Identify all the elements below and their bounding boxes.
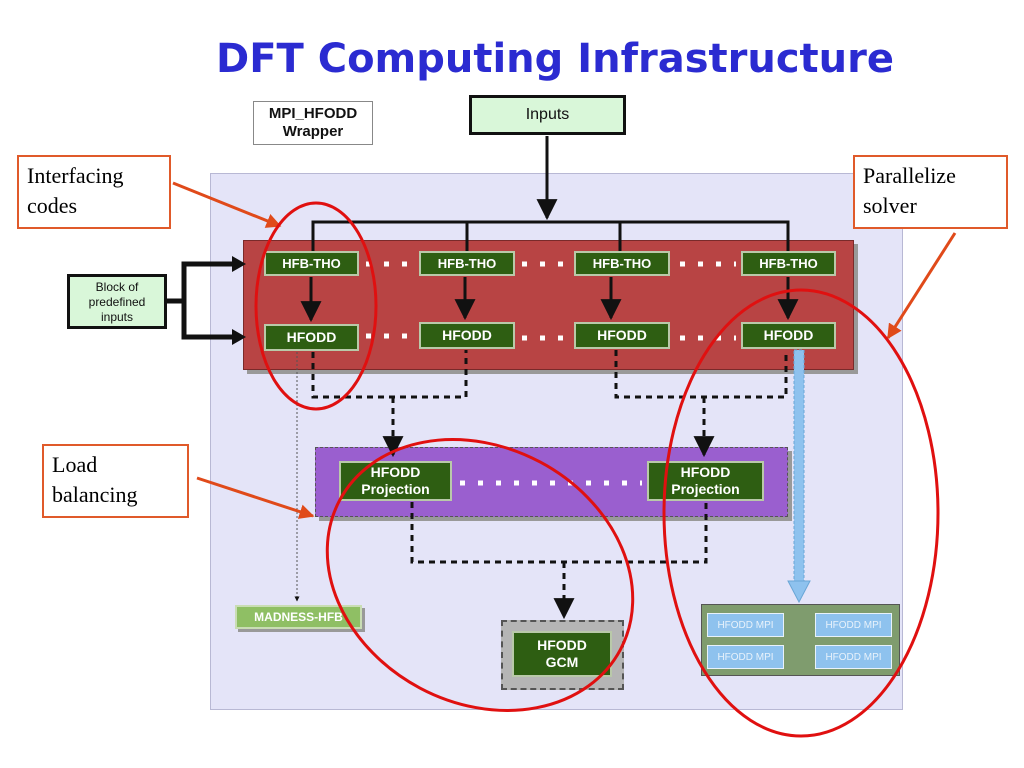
callout-parallelize-solver: Parallelize solver	[853, 155, 1008, 229]
gcm-line1: HFODD	[537, 637, 587, 653]
inputs-label: Inputs	[525, 106, 570, 123]
callout-line2: codes	[27, 193, 78, 218]
callout-line1: Load	[52, 452, 98, 477]
projection-line2: Projection	[361, 481, 430, 497]
predefined-inputs-box: Block of predefined inputs	[67, 274, 167, 329]
row-dot-connectors	[366, 261, 736, 486]
callout-interfacing-codes: Interfacing codes	[17, 155, 171, 229]
hfodd-gcm-box: HFODD GCM	[512, 631, 612, 677]
hfodd-mpi-box: HFODD MPI	[815, 613, 892, 637]
inputs-connector	[311, 136, 790, 251]
hfodd-box: HFODD	[419, 322, 515, 349]
hfb-to-hfodd-arrows	[300, 277, 799, 323]
hfodd-projection-box: HFODD Projection	[339, 461, 452, 501]
madness-hfb-box: MADNESS-HFB	[235, 605, 362, 629]
inputs-box: Inputs	[469, 95, 626, 135]
callout-line1: Interfacing	[27, 163, 124, 188]
block-bracket-arrows	[167, 261, 236, 340]
hfodd-box: HFODD	[264, 324, 359, 351]
gcm-line2: GCM	[545, 654, 579, 670]
mpi-hfodd-wrapper-label: MPI_HFODD Wrapper	[253, 101, 373, 145]
wrapper-line2: Wrapper	[282, 123, 344, 140]
hfb-tho-box: HFB-THO	[741, 251, 836, 276]
callout-line2: balancing	[52, 482, 138, 507]
callout-load-balancing: Load balancing	[42, 444, 189, 518]
merge-to-gcm	[410, 502, 708, 620]
mpi-arrow	[787, 349, 811, 604]
hfodd-mpi-box: HFODD MPI	[707, 645, 784, 669]
callout-line1: Parallelize	[863, 163, 956, 188]
hfodd-box: HFODD	[741, 322, 836, 349]
callout-arrows	[172, 181, 957, 519]
wrapper-line1: MPI_HFODD	[268, 105, 358, 122]
block-line1: Block of	[95, 280, 139, 294]
projection-line2: Projection	[671, 481, 740, 497]
block-arrowheads	[232, 256, 246, 345]
hfodd-mpi-box: HFODD MPI	[815, 645, 892, 669]
projection-line1: HFODD	[370, 464, 421, 480]
page-title: DFT Computing Infrastructure	[215, 36, 894, 82]
block-line2: predefined	[88, 295, 146, 309]
highlight-ellipses	[254, 201, 940, 738]
projection-line1: HFODD	[680, 464, 731, 480]
hfb-tho-box: HFB-THO	[419, 251, 515, 276]
hfodd-box: HFODD	[574, 322, 670, 349]
hfb-tho-box: HFB-THO	[574, 251, 670, 276]
merge-to-projection	[311, 350, 788, 458]
block-line3: inputs	[100, 310, 134, 324]
callout-line2: solver	[863, 193, 917, 218]
hfodd-mpi-box: HFODD MPI	[707, 613, 784, 637]
hfb-tho-box: HFB-THO	[264, 251, 359, 276]
